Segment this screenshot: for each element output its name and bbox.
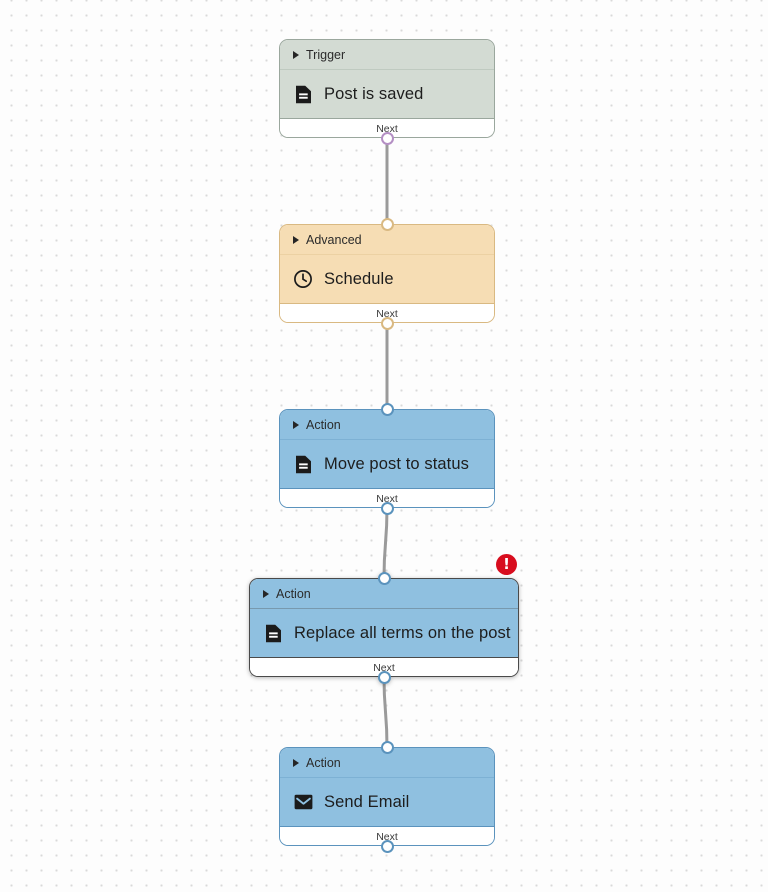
node-output-port[interactable] [380, 501, 394, 515]
node-input-port[interactable] [380, 402, 394, 416]
node-output-port[interactable] [380, 316, 394, 330]
node-next-label: Next [376, 830, 398, 843]
node-input-port[interactable] [377, 571, 391, 585]
node-footer[interactable]: Next [280, 303, 494, 322]
node-category-label: Advanced [306, 232, 362, 247]
node-input-port[interactable] [380, 217, 394, 231]
node-input-port[interactable] [380, 740, 394, 754]
node-body[interactable]: Replace all terms on the post [250, 608, 518, 657]
chevron-right-icon[interactable] [293, 235, 299, 244]
node-footer[interactable]: Next [250, 657, 518, 676]
node-output-port[interactable] [380, 839, 394, 853]
node-footer[interactable]: Next [280, 826, 494, 845]
chevron-right-icon[interactable] [263, 589, 269, 598]
node-category-label: Action [306, 417, 341, 432]
node-next-label: Next [376, 492, 398, 505]
node-footer[interactable]: Next [280, 488, 494, 507]
node-next-label: Next [373, 661, 395, 674]
chevron-right-icon[interactable] [293, 420, 299, 429]
node-footer[interactable]: Next [280, 118, 494, 137]
connector-edge[interactable] [382, 675, 389, 749]
node-category-label: Action [276, 586, 311, 601]
node-error-badge[interactable]: ! [496, 554, 517, 575]
node-category-label: Action [306, 755, 341, 770]
node-title: Post is saved [324, 84, 424, 103]
node-next-label: Next [376, 307, 398, 320]
document-icon [293, 454, 313, 474]
node-title: Schedule [324, 269, 394, 288]
node-body[interactable]: Send Email [280, 777, 494, 826]
chevron-right-icon[interactable] [293, 50, 299, 59]
connector-edge[interactable] [382, 506, 389, 580]
node-next-label: Next [376, 122, 398, 135]
node-output-port[interactable] [380, 131, 394, 145]
node-title: Replace all terms on the post [294, 623, 511, 642]
node-title: Send Email [324, 792, 410, 811]
node-header[interactable]: Action [250, 579, 518, 608]
chevron-right-icon[interactable] [293, 758, 299, 767]
node-output-port[interactable] [377, 670, 391, 684]
document-icon [293, 84, 313, 104]
clock-icon [293, 269, 313, 289]
node-body[interactable]: Post is saved [280, 69, 494, 118]
exclamation-icon: ! [503, 555, 510, 573]
envelope-icon [293, 792, 313, 812]
node-body[interactable]: Move post to status [280, 439, 494, 488]
node-title: Move post to status [324, 454, 469, 473]
node-body[interactable]: Schedule [280, 254, 494, 303]
document-icon [263, 623, 283, 643]
node-header[interactable]: Trigger [280, 40, 494, 69]
node-category-label: Trigger [306, 47, 346, 62]
